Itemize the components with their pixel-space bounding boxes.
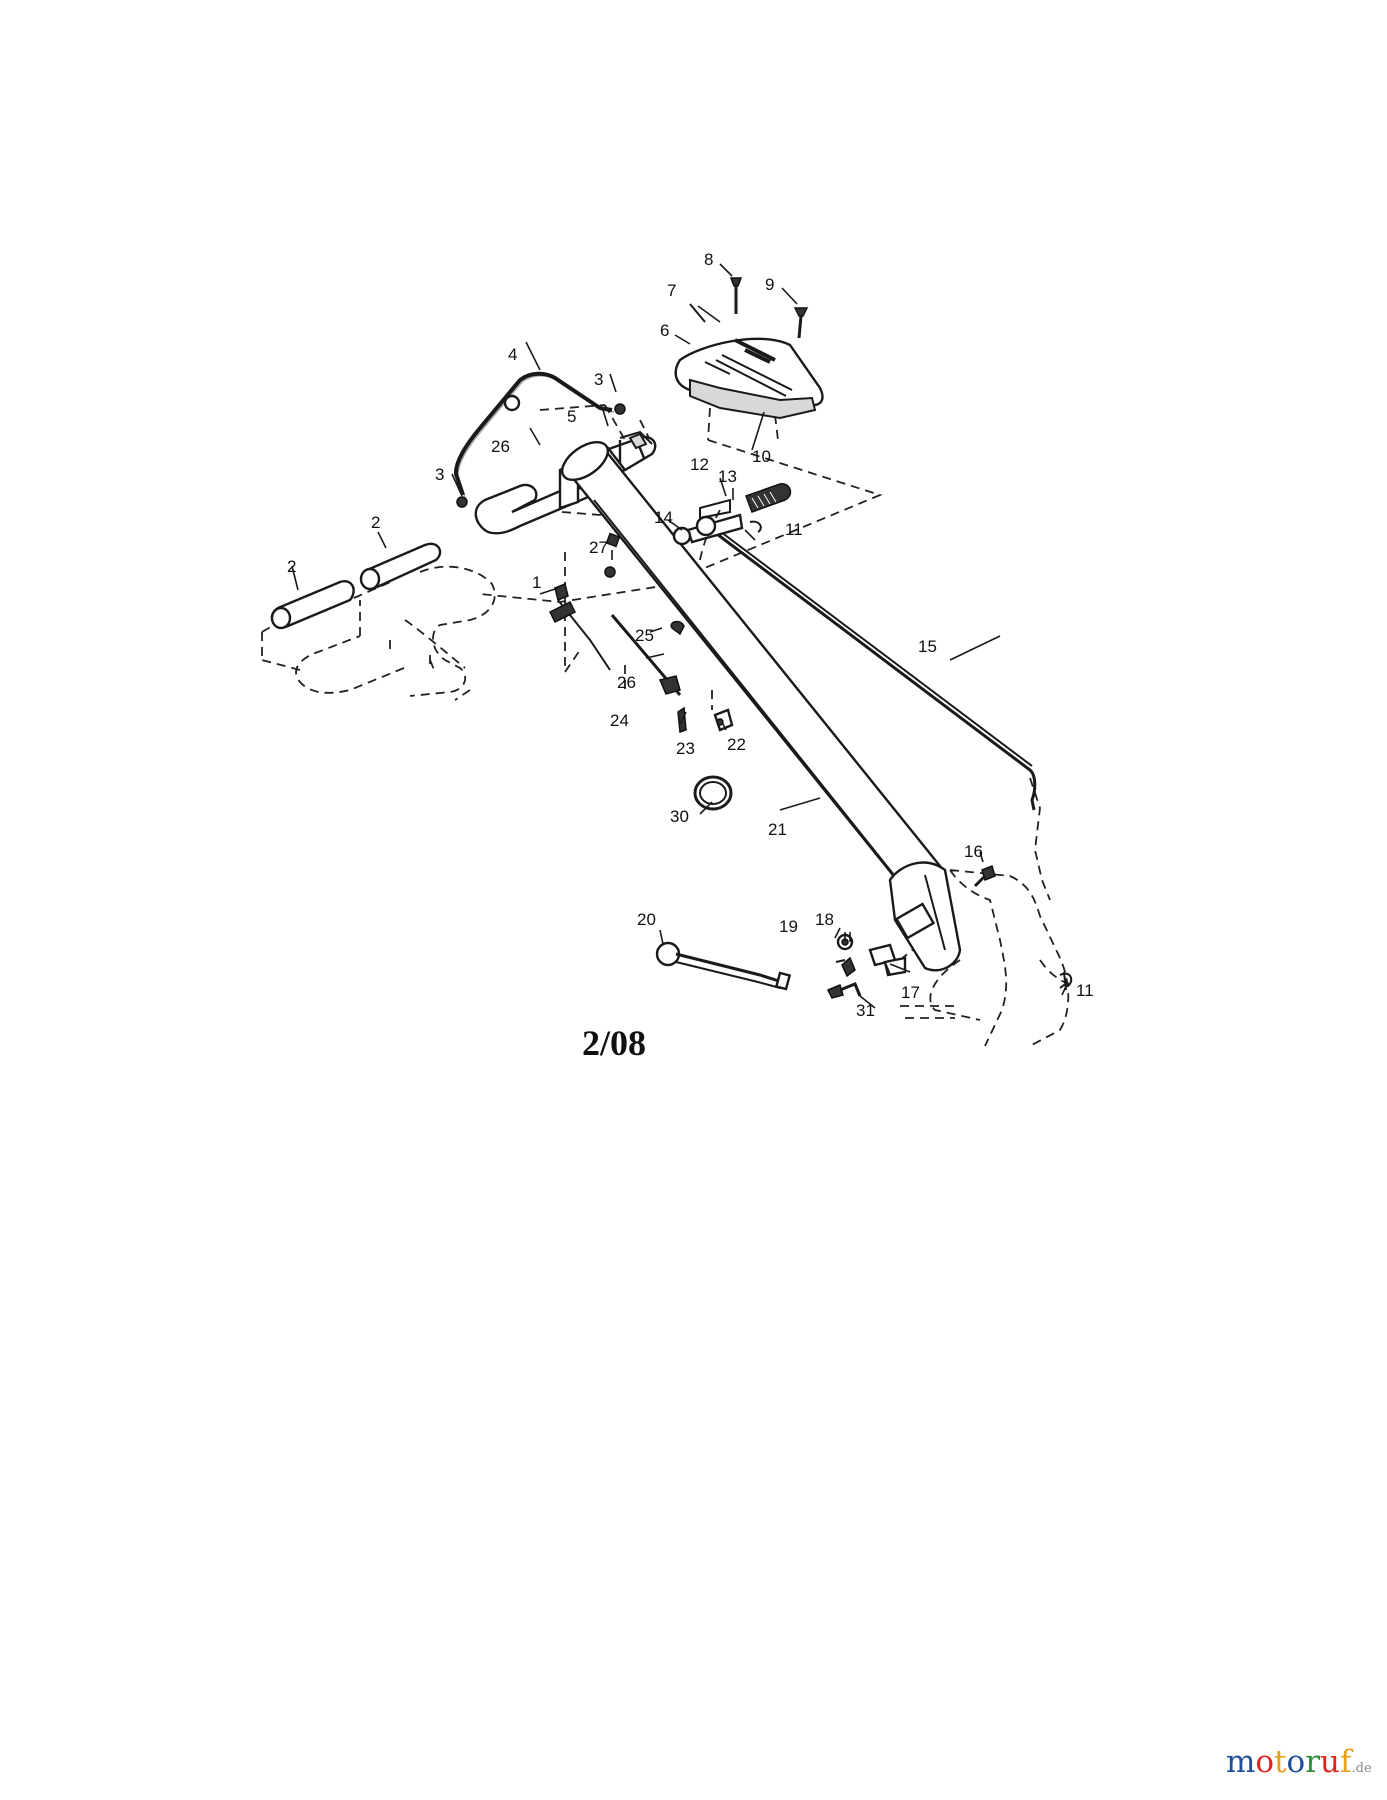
alignment-lines: [479, 404, 921, 961]
label-part-25: 25: [635, 626, 654, 645]
label-part-15: 15: [918, 637, 937, 656]
label-part-23: 23: [676, 739, 695, 758]
tiller-frame-outline: [900, 777, 1071, 1047]
watermark-letter: f: [1340, 1744, 1352, 1780]
watermark-letter: r: [1305, 1744, 1321, 1780]
label-part-21: 21: [768, 820, 787, 839]
control-panel-cover: [674, 337, 824, 420]
label-part-30: 30: [670, 807, 689, 826]
label-part-11-upper: 11: [785, 520, 803, 539]
label-part-16: 16: [964, 842, 983, 861]
watermark-letter: o: [1286, 1744, 1306, 1780]
label-part-9: 9: [765, 275, 774, 294]
gear-shift-lever: [655, 941, 792, 991]
watermark-letter: t: [1274, 1744, 1287, 1780]
label-part-17: 17: [901, 983, 920, 1002]
watermark-letter: u: [1320, 1744, 1341, 1780]
handle-grip-left: [270, 580, 355, 630]
label-part-8: 8: [704, 250, 713, 269]
shift-knob-assembly: [672, 483, 792, 546]
label-part-2-left: 2: [287, 557, 296, 576]
label-part-10: 10: [752, 447, 771, 466]
label-part-22: 22: [727, 735, 746, 754]
label-part-14: 14: [654, 508, 673, 527]
part-labels: 1 2 2 3 3 4 5 6 7 8 9 10 11 11 12 13 14 …: [287, 250, 1094, 1020]
leader-lines: [291, 263, 1069, 1009]
date-code: 2/08: [582, 1023, 647, 1063]
label-part-31: 31: [856, 1001, 875, 1020]
label-part-7: 7: [667, 281, 676, 300]
label-part-1: 1: [532, 573, 541, 592]
lower-bracket: [888, 861, 962, 972]
label-part-3-left: 3: [435, 465, 444, 484]
label-part-12: 12: [690, 455, 709, 474]
label-part-3-right: 3: [594, 370, 603, 389]
label-part-26-lower: 26: [617, 673, 636, 692]
label-part-5: 5: [567, 407, 576, 426]
label-part-4: 4: [508, 345, 517, 364]
shift-rod: [704, 519, 1037, 811]
label-part-27: 27: [589, 538, 608, 557]
label-part-26-upper: 26: [491, 437, 510, 456]
label-part-18: 18: [815, 910, 834, 929]
handle-grip-right: [359, 542, 442, 591]
label-part-6: 6: [660, 321, 669, 340]
motoruf-watermark: motoruf.de: [1226, 1744, 1372, 1780]
small-hardware: [548, 532, 1073, 999]
label-part-2-right: 2: [371, 513, 380, 532]
label-part-24: 24: [610, 711, 629, 730]
watermark-suffix: .de: [1351, 1761, 1372, 1776]
label-part-19: 19: [779, 917, 798, 936]
watermark-letter: o: [1255, 1744, 1275, 1780]
label-part-13: 13: [718, 467, 737, 486]
bail-wire: [454, 371, 626, 508]
label-part-11-lower: 11: [1076, 981, 1094, 1000]
label-part-20: 20: [637, 910, 656, 929]
screws-top: [689, 277, 809, 339]
watermark-letter: m: [1226, 1744, 1256, 1780]
